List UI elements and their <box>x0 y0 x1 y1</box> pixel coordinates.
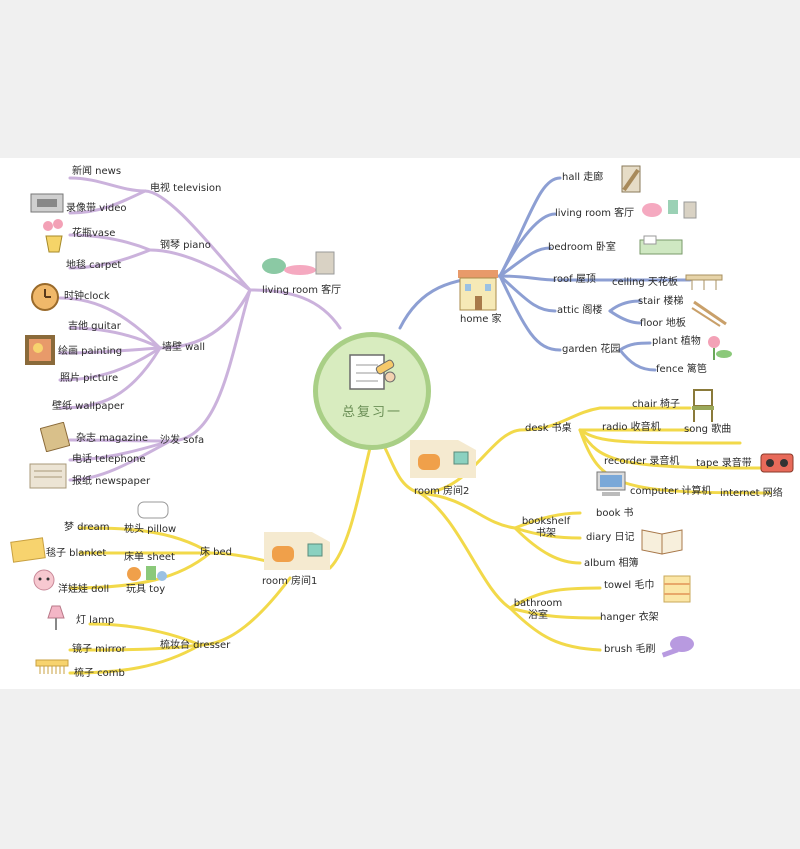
room-icon <box>410 440 476 478</box>
magazine-icon <box>40 422 70 452</box>
label-bathroom: bathroom 浴室 <box>513 598 563 621</box>
label-recorder: recorder 录音机 <box>604 456 680 467</box>
label-news: 新闻 news <box>72 166 122 177</box>
center-title: 总复习一 <box>341 405 402 420</box>
room1-icon <box>264 532 330 570</box>
towel-icon <box>663 575 691 603</box>
label-hall: hall 走廊 <box>562 172 604 183</box>
label-album: album 相簿 <box>584 558 639 569</box>
label-bookshelf: bookshelf 书架 <box>521 516 571 539</box>
label-sofa: 沙发 sofa <box>160 435 205 446</box>
label-sheet: 床单 sheet <box>124 552 175 563</box>
label-magazine: 杂志 magazine <box>76 433 149 444</box>
living-room-hub: living room 客厅 <box>262 285 342 296</box>
label-bed: 床 bed <box>200 547 233 558</box>
label-wall: 墙壁 wall <box>162 342 206 353</box>
label-painting: 绘画 painting <box>58 346 123 357</box>
pillow-icon <box>137 501 169 519</box>
label-dresser: 梳妆台 dresser <box>160 640 231 651</box>
painting-icon <box>25 335 55 365</box>
blanket-icon <box>10 537 46 563</box>
label-radio: radio 收音机 <box>602 422 661 433</box>
room2-hub: room 房间2 <box>414 486 470 497</box>
label-hanger: hanger 衣架 <box>600 612 659 623</box>
mind-map: 总复习一 living room 客厅 电视 television 新闻 new… <box>0 158 800 689</box>
room-sofa-icon <box>642 200 697 219</box>
bed-icon <box>639 235 683 255</box>
label-book: book 书 <box>596 508 634 519</box>
cassette-recorder-icon <box>760 453 794 473</box>
label-dream: 梦 dream <box>64 522 110 533</box>
label-living-room: living room 客厅 <box>555 208 635 219</box>
vase-icon <box>43 219 63 253</box>
comb-icon <box>35 659 69 674</box>
label-chair: chair 椅子 <box>632 399 681 410</box>
label-picture: 照片 picture <box>60 373 119 384</box>
diary-icon <box>641 529 683 555</box>
roof-beam-icon <box>685 274 723 290</box>
label-tape: tape 录音带 <box>696 458 752 469</box>
hall-icon <box>621 165 641 193</box>
label-television: 电视 television <box>150 183 222 194</box>
label-stair: stair 楼梯 <box>638 296 684 307</box>
label-toy: 玩具 toy <box>126 584 166 595</box>
label-newspaper: 报纸 newspaper <box>72 476 151 487</box>
label-fence: fence 篱笆 <box>656 364 707 375</box>
label-floor: floor 地板 <box>640 318 686 329</box>
label-piano: 钢琴 piano <box>160 240 211 251</box>
label-bedroom: bedroom 卧室 <box>548 242 616 253</box>
label-vase: 花瓶vase <box>72 228 116 239</box>
hairbrush-icon <box>661 636 694 658</box>
computer-icon <box>596 471 626 496</box>
label-song: song 歌曲 <box>684 424 732 435</box>
doll-icon <box>33 569 55 591</box>
label-comb: 梳子 comb <box>74 668 125 679</box>
branch-lines <box>58 176 772 675</box>
label-brush: brush 毛刷 <box>604 644 656 655</box>
label-guitar: 吉他 guitar <box>68 321 121 332</box>
newspaper-icon <box>29 463 67 489</box>
label-mirror: 镜子 mirror <box>72 644 126 655</box>
label-internet: internet 网络 <box>720 488 783 499</box>
home-hub: home 家 <box>460 314 502 325</box>
label-garden: garden 花园 <box>562 344 621 355</box>
chair-icon <box>692 389 714 422</box>
lamp-icon <box>47 605 65 630</box>
label-roof: roof 屋顶 <box>553 274 596 285</box>
label-blanket: 毯子 blanket <box>46 548 107 559</box>
label-doll: 洋娃娃 doll <box>58 584 110 595</box>
label-clock: 时钟clock <box>64 291 110 302</box>
label-lamp: 灯 lamp <box>76 615 115 626</box>
label-pillow: 枕头 pillow <box>124 524 177 535</box>
label-towel: towel 毛巾 <box>604 580 655 591</box>
label-diary: diary 日记 <box>586 532 635 543</box>
toy-icon <box>127 566 167 581</box>
notepad-icon <box>349 354 396 390</box>
video-tape-icon <box>30 193 64 213</box>
label-ceiling: ceiling 天花板 <box>612 277 678 288</box>
label-plant: plant 植物 <box>652 336 701 347</box>
house-icon <box>458 270 498 311</box>
stair-icon <box>691 300 727 327</box>
label-video: 录像带 video <box>66 203 127 214</box>
room1-hub: room 房间1 <box>262 576 318 587</box>
sofa-icon <box>262 251 335 275</box>
label-telephone: 电话 telephone <box>72 454 146 465</box>
label-carpet: 地毯 carpet <box>66 260 122 271</box>
flower-icon <box>708 336 732 360</box>
center-node: 总复习一 <box>313 332 431 450</box>
label-attic: attic 阁楼 <box>557 305 603 316</box>
clock-icon <box>31 283 59 311</box>
label-computer: computer 计算机 <box>630 486 712 497</box>
label-wallpaper: 壁纸 wallpaper <box>52 401 125 412</box>
label-desk: desk 书桌 <box>525 423 572 434</box>
